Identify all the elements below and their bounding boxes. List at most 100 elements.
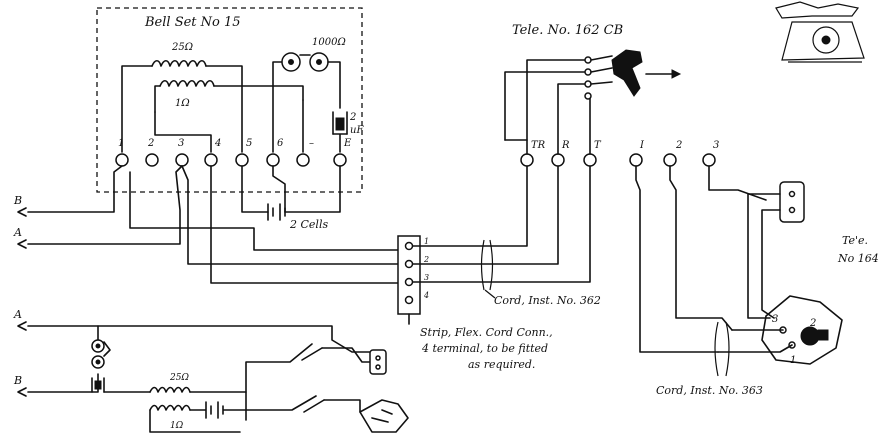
lower-telephone-body [359,399,409,433]
cord-362-label: Cord, Inst. No. 362 [494,294,601,307]
tele164-body [761,295,843,365]
wire-battery-left [241,165,269,213]
line-a-top-label: A [13,226,22,239]
wire-t4-strip3 [210,165,407,284]
wire-6-to-battery [272,165,286,213]
wire-3-to-receiver [708,165,767,201]
tele162-terminal-3 [702,153,716,167]
lower-battery [189,401,247,419]
bell-terminal-1 [115,153,129,167]
strip-label-3: 3 [424,273,429,282]
line-b-bottom-label: B [13,374,22,387]
bell-terminal-row [115,153,347,167]
tele-162-terminals [520,153,716,167]
lower-res-25-label: 25Ω [169,373,189,383]
coil-25-ohm [151,59,207,67]
spring-contact-3 [584,80,592,88]
wire-bell-left [272,61,283,153]
wire-coil1-left [154,85,161,113]
strip-terminal-4 [404,295,414,305]
lower-switch-1 [245,343,313,393]
cord-362-leader [484,289,496,299]
strip-label-2: 2 [423,255,429,264]
tele162-terminal-t [583,153,597,167]
spring-contact-2 [584,68,592,76]
lower-coil-25 [149,386,191,393]
tele164-transmitter [800,326,820,346]
cap-label-b: uF [350,125,364,136]
lower-wire-to-set [323,399,361,413]
phone-dial-center [821,35,831,45]
spring-contact-4 [584,92,592,100]
tele-164-label-1: Te'e. [842,234,868,247]
phone-dial [812,26,840,54]
strip-label-4: 4 [423,291,429,300]
tele164-label-2: 2 [809,318,816,329]
wire-strip3-t [412,165,591,283]
wire-coil1-to-4 [154,111,212,153]
lower-bell-clapper [103,341,111,357]
arrow-a-bottom [17,321,27,331]
tele-164-label-2: No 164 [837,252,879,265]
strip-terminal-2 [404,259,414,269]
lower-capacitor-body [94,380,102,390]
res-1-label: 1Ω [175,98,190,109]
spring-contact-1 [584,56,592,64]
lower-telephone-details [371,409,393,423]
cord-362-marker [480,239,494,291]
lower-switch-2 [245,395,325,413]
arrow-b-top [17,207,27,217]
hook-arrow-head [671,69,682,79]
bell-terminal-label-5: 5 [246,138,252,149]
wire-battery-right [284,165,341,213]
lower-capacitor [91,377,105,393]
lower-coil-1 [149,404,191,411]
bell-set-enclosure [96,7,363,193]
tele-162-title: Tele. No. 162 CB [512,23,623,38]
wire-i-to-164 [635,165,719,353]
wire-t3-strip2 [181,165,407,265]
tele162-label-t: T [594,140,602,151]
tele162-terminal-tr [520,153,534,167]
tele164-mouthpiece [817,329,829,341]
tele162-terminal-i [629,153,643,167]
cord-363-label: Cord, Inst. No. 363 [656,384,763,397]
line-b-top-label: B [13,194,22,207]
hook-lever [611,49,643,97]
cap-label-a: 2 [349,112,356,123]
strip-note-line2: 4 terminal, to be fitted [421,342,548,355]
bell-terminal-label-1: 1 [118,138,124,149]
battery-cells [267,203,286,221]
capacitor-lead [332,133,348,153]
bell-terminal-label-6: 6 [277,138,284,149]
handset [775,1,860,19]
wire-receiver-a [747,193,781,319]
wire-2-to-164 [669,165,733,331]
wire-tr-spring [526,59,589,155]
receiver-terminal-a [788,190,796,198]
bell-terminal-label-3: 3 [178,138,184,149]
line-b-bottom [27,373,99,393]
line-a-top [27,165,183,245]
tele162-label-r: R [561,140,570,151]
cells-label: 2 Cells [289,218,328,231]
bell-gong-left-center [288,59,294,65]
wire-to-164-1 [717,344,793,353]
lower-receiver [369,349,387,375]
tele162-label-2: 2 [675,140,682,151]
bell-terminal-label-minus: – [309,138,314,149]
coil-1-ohm [159,79,215,87]
wire-coil25-right [205,65,243,153]
desk-telephone-sketch [775,1,865,63]
bell-set-title: Bell Set No 15 [144,15,241,30]
tele162-label-tr: TR [531,140,546,151]
strip-terminal-3 [404,277,414,287]
wire-bell-right [327,61,341,109]
wire-spring-b [504,71,589,141]
lower-switch-1-blade [301,347,323,361]
tele162-label-i: I [639,140,645,151]
lower-bell-gong-1-center [95,343,101,349]
line-b-top [27,165,123,213]
tele162-terminal-r [551,153,565,167]
